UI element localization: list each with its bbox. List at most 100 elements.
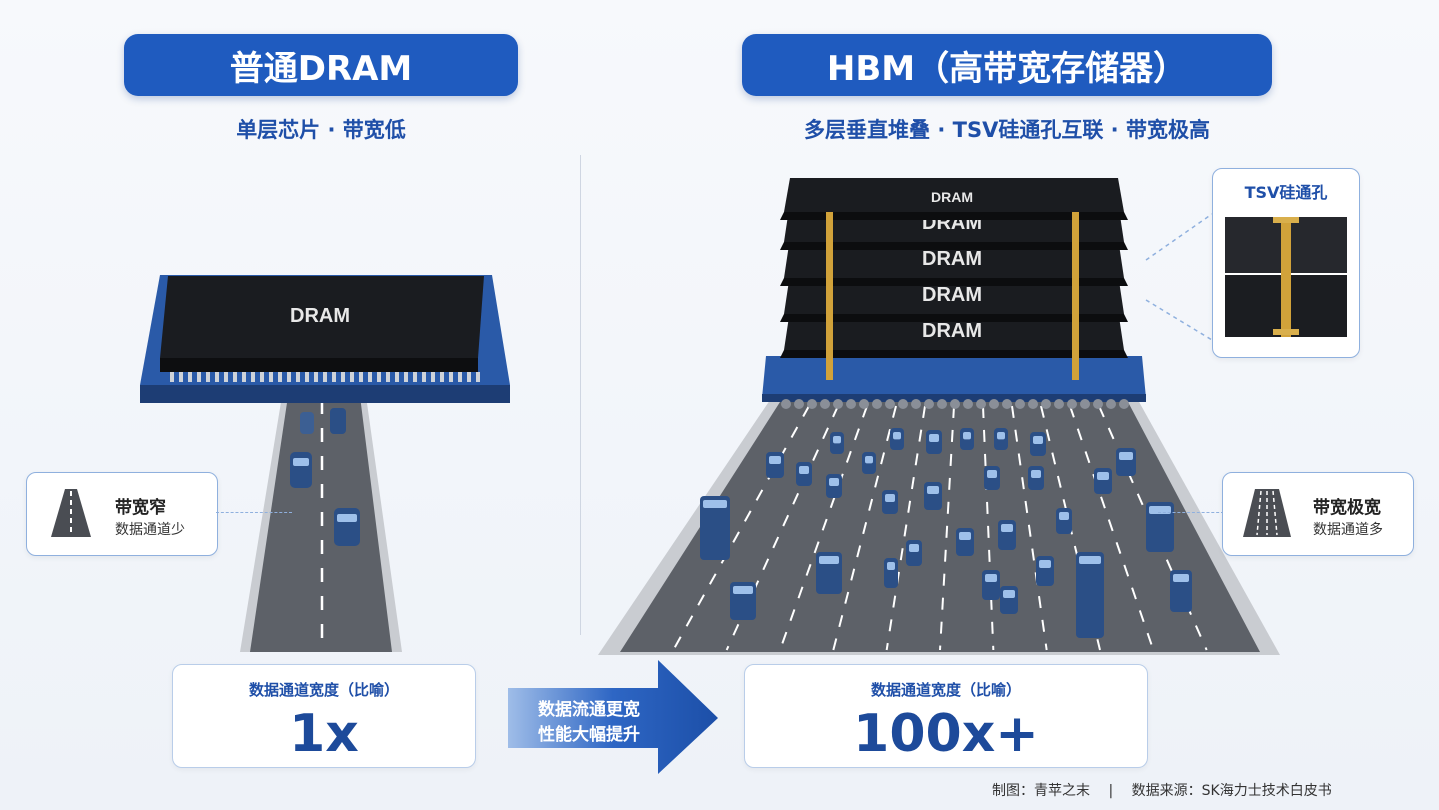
vehicle-window xyxy=(893,432,901,440)
vehicle-window xyxy=(829,478,839,486)
vehicle-window xyxy=(865,456,873,464)
chip-pin xyxy=(251,372,255,382)
stack-layer-edge xyxy=(780,242,1128,250)
left-metric-box: 数据通道宽度（比喻） 1x xyxy=(172,664,476,768)
lane-marking xyxy=(1011,405,1048,651)
chip-pin xyxy=(179,372,183,382)
stack-layer-edge xyxy=(780,350,1128,358)
left-metric-label: 数据通道宽度（比喻） xyxy=(248,681,399,699)
vehicle-window xyxy=(1031,470,1041,478)
vehicle-window xyxy=(733,586,753,594)
right-callout-connector xyxy=(1158,512,1224,513)
chip-pin xyxy=(422,372,426,382)
right-callout-sub: 数据通道多 xyxy=(1313,522,1383,538)
chip-pin xyxy=(413,372,417,382)
tsv-callout: TSV硅通孔 xyxy=(1212,168,1360,358)
stack-layer-edge xyxy=(780,314,1128,322)
vehicle-window xyxy=(987,470,997,478)
multi-lane-road-icon xyxy=(1241,487,1293,539)
right-metric-label: 数据通道宽度（比喻） xyxy=(870,681,1021,699)
stack-layer xyxy=(784,178,1124,212)
left-callout-sub: 数据通道少 xyxy=(115,522,185,538)
chip-pin xyxy=(269,372,273,382)
lane-marking xyxy=(939,405,955,651)
footer-source: 数据来源：SK海力士技术白皮书 xyxy=(1131,783,1332,799)
solder-ball xyxy=(911,399,921,409)
vehicle xyxy=(1146,502,1174,552)
vehicle xyxy=(1094,468,1112,494)
tsv-closeup-image xyxy=(1225,217,1347,337)
vehicle-window xyxy=(1033,436,1043,444)
vehicle-window xyxy=(819,556,839,564)
vehicle-window xyxy=(885,494,895,502)
vehicle-window xyxy=(909,544,919,552)
chip-pin xyxy=(458,372,462,382)
chip-pin xyxy=(287,372,291,382)
chip-pin xyxy=(305,372,309,382)
vehicle-window xyxy=(985,574,997,582)
left-chip-label: DRAM xyxy=(290,305,350,327)
right-callout: 带宽极宽 数据通道多 xyxy=(1222,472,1414,556)
solder-ball xyxy=(820,399,830,409)
chip-pin xyxy=(431,372,435,382)
chip-pin xyxy=(332,372,336,382)
solder-ball xyxy=(859,399,869,409)
chip-pin xyxy=(386,372,390,382)
right-title: HBM（高带宽存储器） xyxy=(742,34,1272,96)
solder-ball xyxy=(872,399,882,409)
chip-pin xyxy=(260,372,264,382)
chip-pin xyxy=(233,372,237,382)
left-metric-value: 1x xyxy=(289,704,359,764)
left-callout-connector xyxy=(216,512,292,513)
solder-ball xyxy=(976,399,986,409)
chip-pin xyxy=(314,372,318,382)
arrow-text-2: 性能大幅提升 xyxy=(538,725,640,745)
stack-layer-edge xyxy=(780,212,1128,220)
chip-pin xyxy=(368,372,372,382)
right-metric-value: 100x+ xyxy=(853,704,1039,764)
lane-marking xyxy=(982,405,995,651)
solder-ball xyxy=(1041,399,1051,409)
chip-pin xyxy=(449,372,453,382)
chip-pin xyxy=(242,372,246,382)
stack-layer-edge xyxy=(780,278,1128,286)
vehicle-window xyxy=(1039,560,1051,568)
vehicle-window xyxy=(1001,524,1013,532)
solder-ball xyxy=(807,399,817,409)
left-callout: 带宽窄 数据通道少 xyxy=(26,472,218,556)
solder-ball xyxy=(989,399,999,409)
chip-pin xyxy=(206,372,210,382)
chip-pin xyxy=(296,372,300,382)
footer: 制图：青苹之末 | 数据来源：SK海力士技术白皮书 xyxy=(992,780,1332,800)
vehicle xyxy=(1056,508,1072,534)
solder-ball xyxy=(1119,399,1129,409)
lane-marking xyxy=(779,405,868,651)
chip-pin xyxy=(476,372,480,382)
vehicle-window xyxy=(833,436,841,444)
stack-layer-label: DRAM xyxy=(922,320,982,342)
solder-ball xyxy=(1015,399,1025,409)
chip-pin xyxy=(404,372,408,382)
solder-ball xyxy=(1080,399,1090,409)
vehicle-window xyxy=(1119,452,1133,460)
solder-ball xyxy=(1002,399,1012,409)
chip-pin xyxy=(323,372,327,382)
left-title: 普通DRAM xyxy=(124,34,518,96)
solder-ball xyxy=(924,399,934,409)
vehicle-window xyxy=(1173,574,1189,582)
solder-ball xyxy=(833,399,843,409)
right-callout-title: 带宽极宽 xyxy=(1313,498,1381,518)
chip-pin xyxy=(215,372,219,382)
stack-layer-label: DRAM xyxy=(922,284,982,306)
solder-ball xyxy=(937,399,947,409)
vehicle-window xyxy=(929,434,939,442)
vehicle-window xyxy=(959,532,971,540)
lane-marking xyxy=(832,405,897,651)
lane-marking xyxy=(1069,405,1155,651)
arrow-text-1: 数据流通更宽 xyxy=(538,700,640,720)
lane-marking xyxy=(885,405,926,651)
footer-separator: | xyxy=(1108,783,1114,799)
chip-pin xyxy=(359,372,363,382)
chip-pin xyxy=(350,372,354,382)
